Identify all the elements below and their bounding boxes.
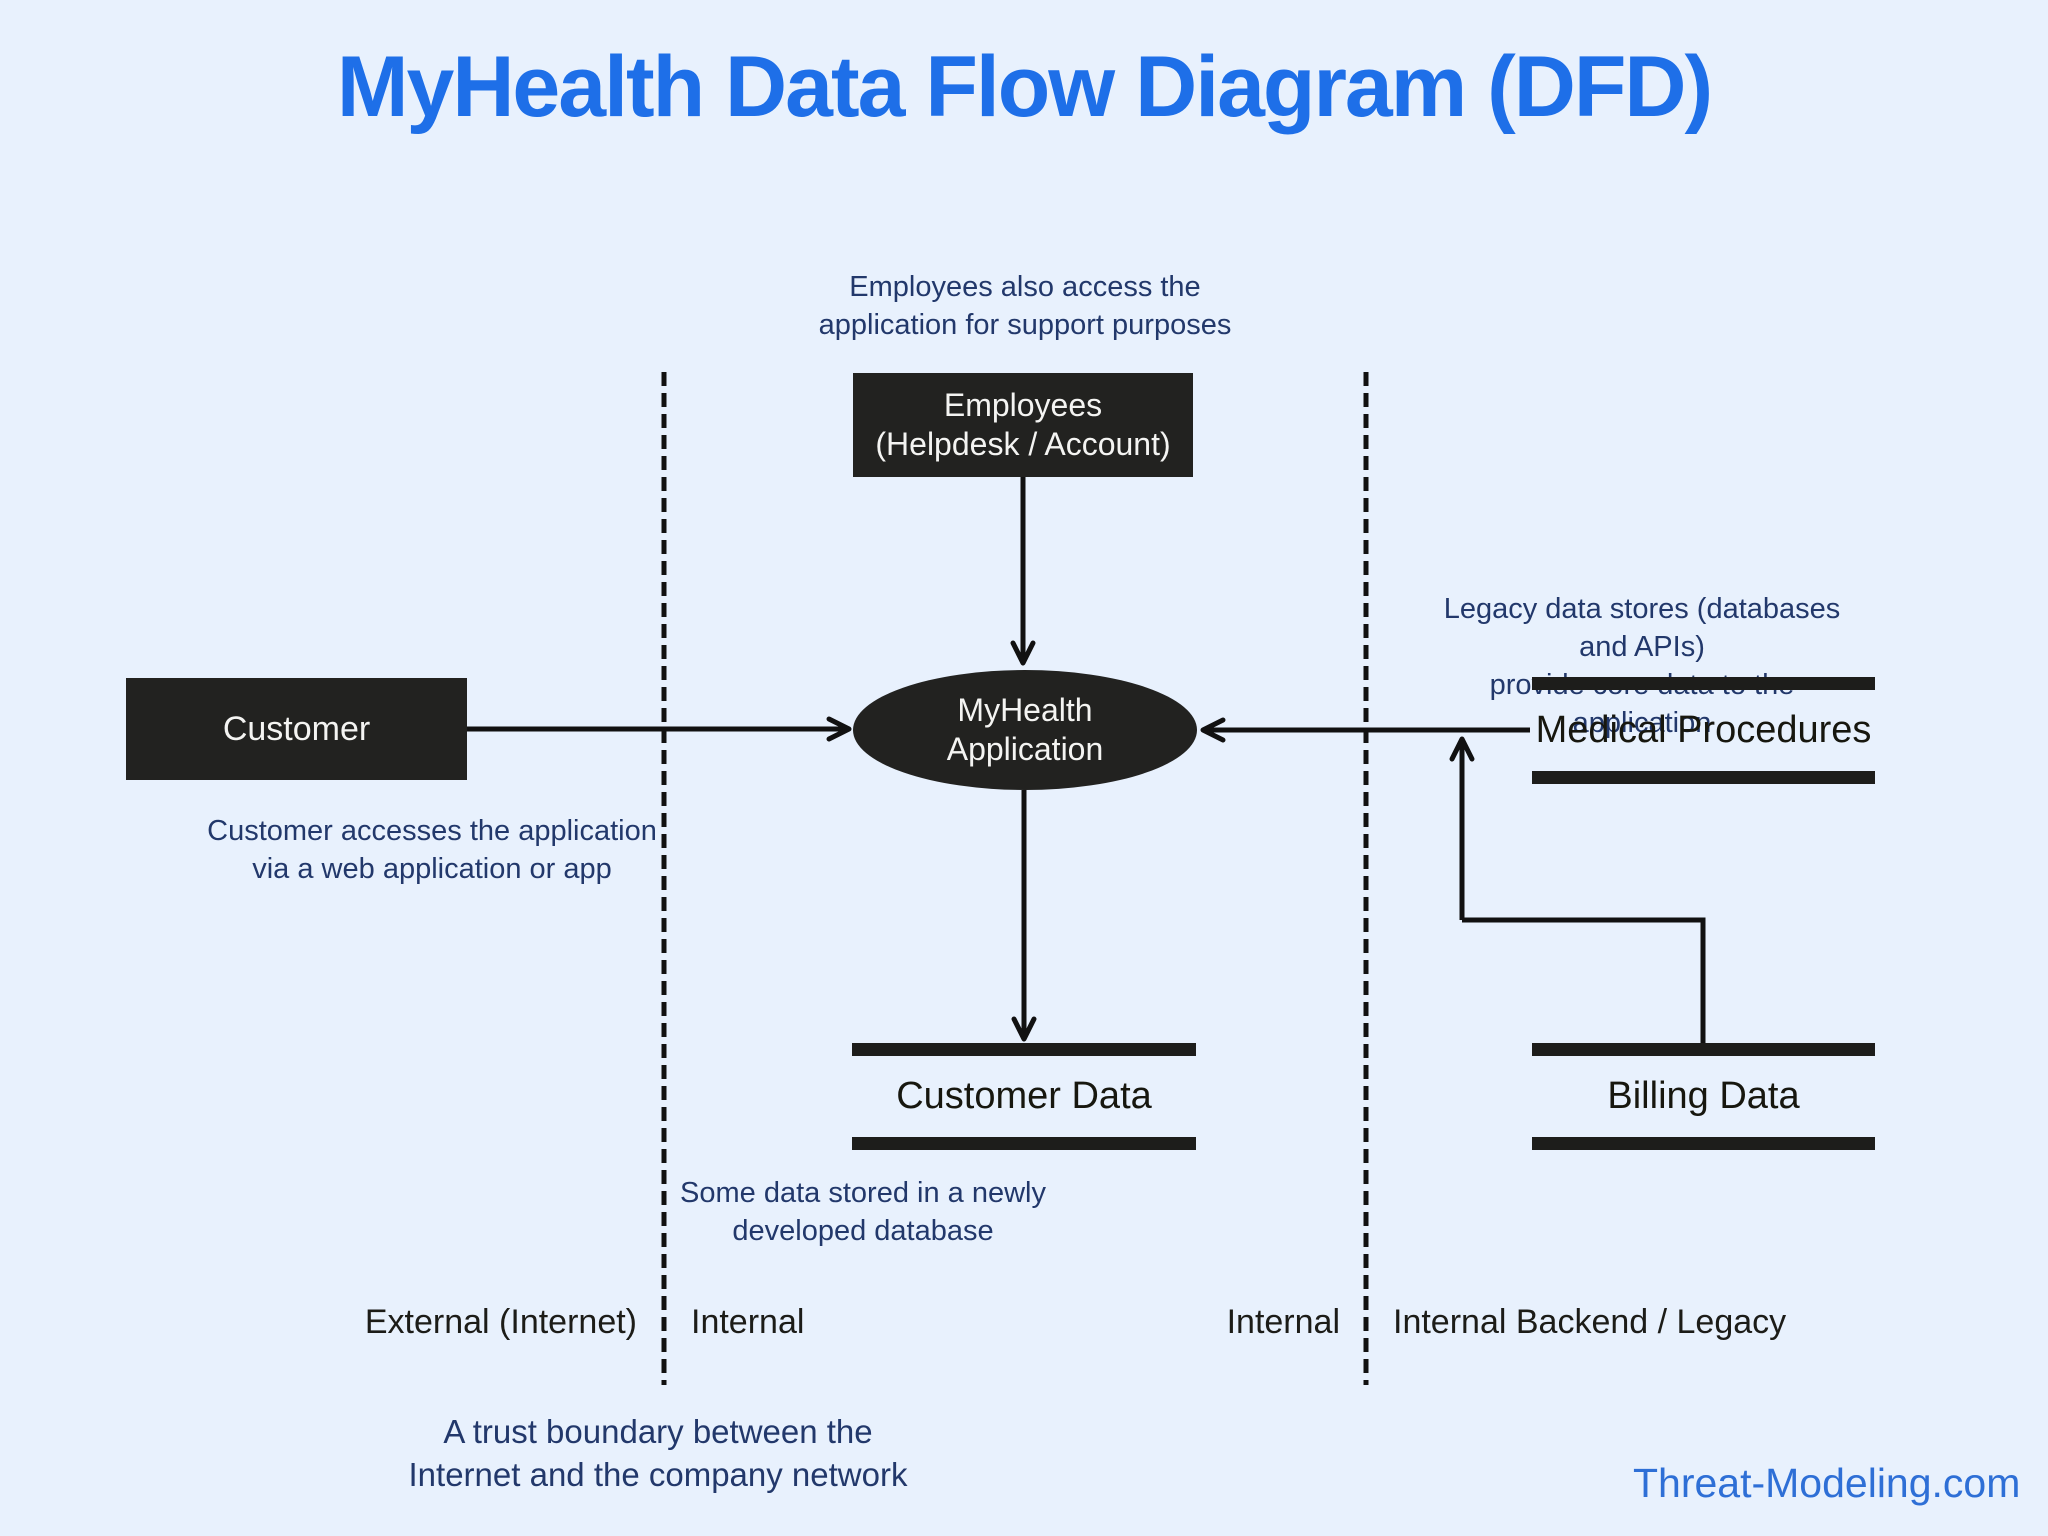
note-legacy-stores: Legacy data stores (databases and APIs) … [1443, 593, 1841, 739]
datastore-customer-data: Customer Data [852, 1043, 1196, 1150]
brand-footer: Threat-Modeling.com [1633, 1460, 2021, 1506]
zone-label-internal-right: Internal [1226, 1303, 1340, 1341]
note-trust-boundary: A trust boundary between the Internet an… [408, 1413, 908, 1493]
zone-label-internal-left: Internal [691, 1303, 805, 1341]
entity-employees: Employees (Helpdesk / Account) [853, 373, 1193, 477]
flow-billing-elbow [1462, 917, 1706, 1046]
note-new-database: Some data stored in a newly developed da… [680, 1177, 1046, 1247]
entity-customer: Customer [126, 678, 467, 780]
page-title: MyHealth Data Flow Diagram (DFD) [336, 39, 1713, 135]
note-customer-access: Customer accesses the application via a … [207, 815, 657, 885]
note-employees-access: Employees also access the application fo… [818, 271, 1232, 341]
process-myhealth-application: MyHealth Application [853, 670, 1197, 790]
zone-label-internal-backend-legacy: Internal Backend / Legacy [1393, 1303, 1787, 1341]
datastore-medical-procedures: Medical Procedures [1532, 677, 1875, 784]
zone-label-external-internet: External (Internet) [364, 1303, 637, 1341]
datastore-billing-data: Billing Data [1532, 1043, 1875, 1150]
